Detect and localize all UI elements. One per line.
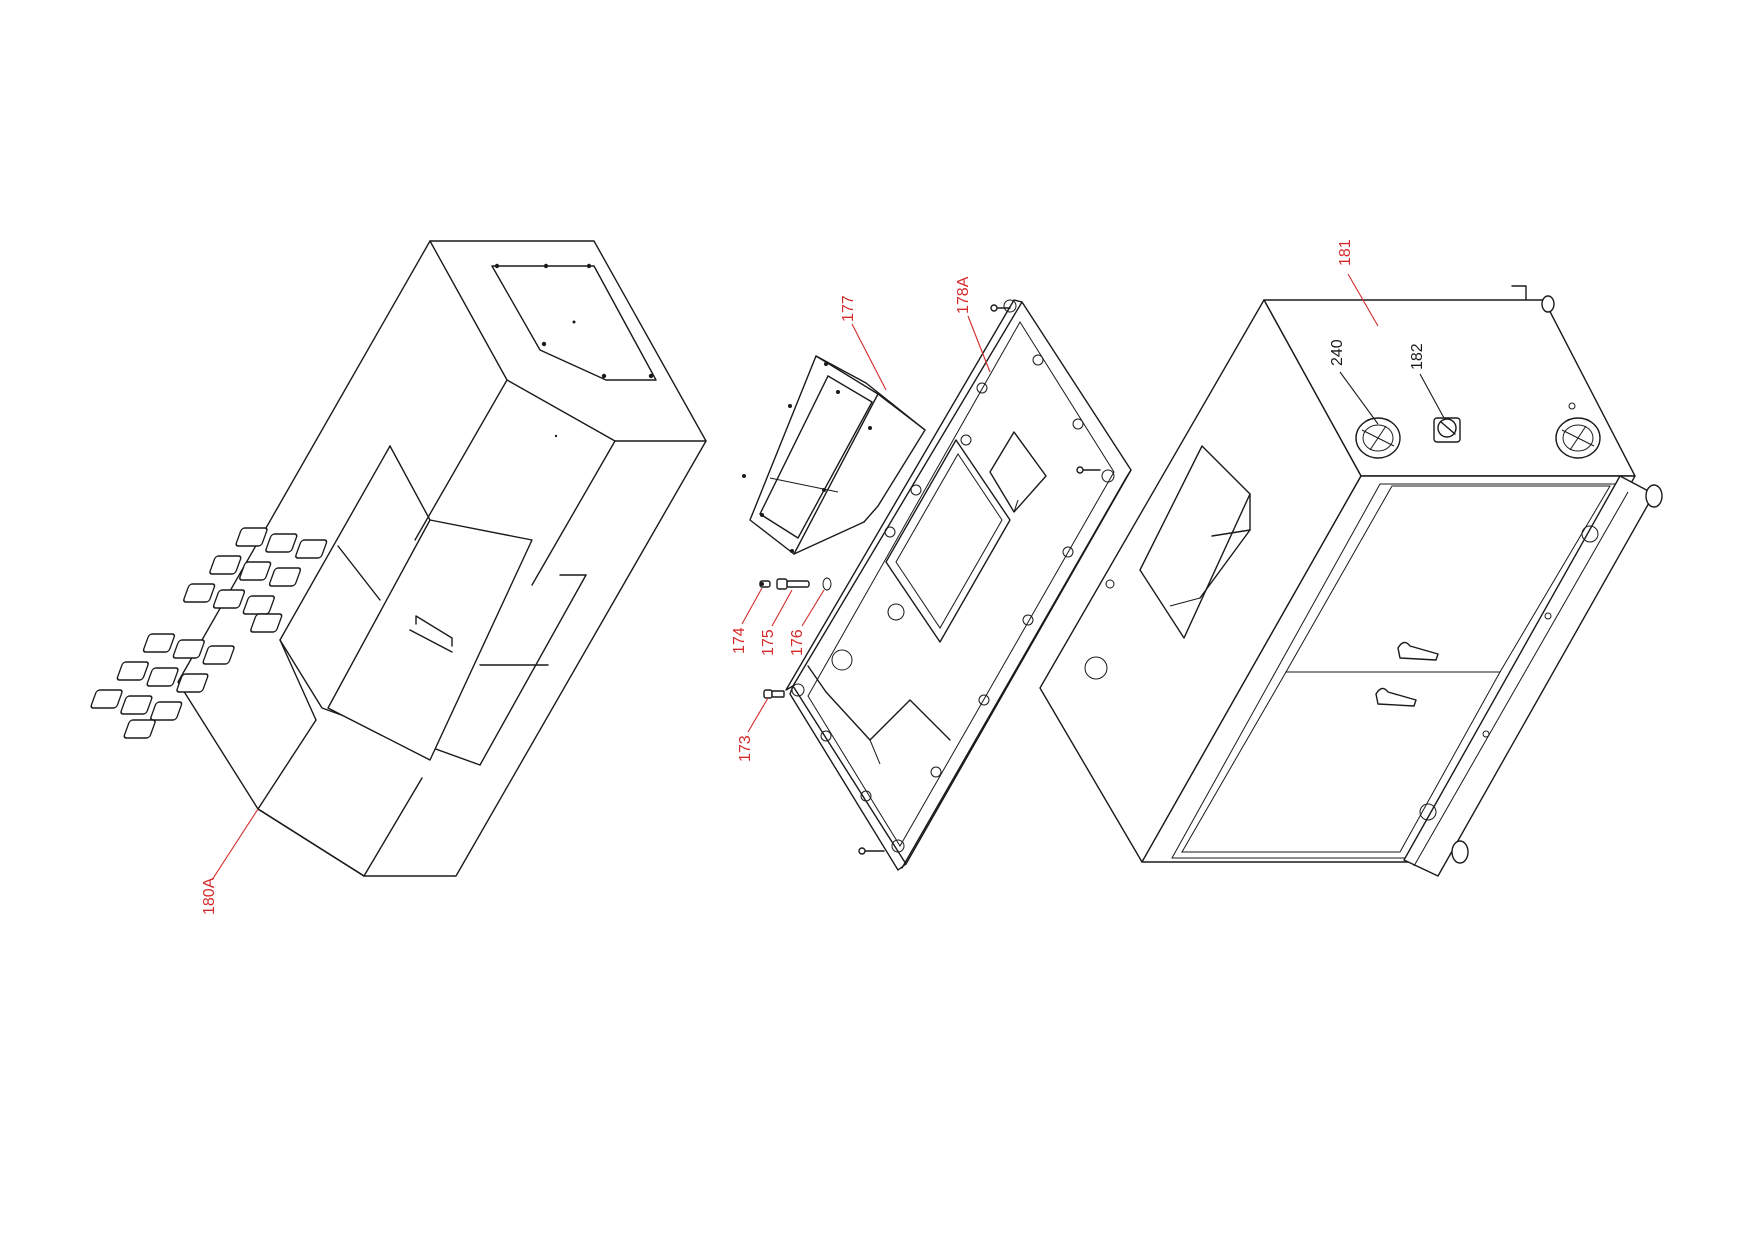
callout-182: 182 bbox=[1409, 343, 1426, 370]
callout-240: 240 bbox=[1329, 339, 1346, 366]
part-177-tray bbox=[742, 355, 926, 555]
callout-180A: 180A bbox=[201, 877, 218, 915]
rotary-switch bbox=[1433, 417, 1461, 443]
plate-screws bbox=[858, 304, 1101, 855]
callout-178A: 178A bbox=[955, 276, 972, 314]
part-178A-plate bbox=[785, 299, 1132, 871]
callout-181: 181 bbox=[1337, 239, 1354, 266]
door-handle-lower bbox=[1375, 687, 1417, 707]
part-181-cabinet bbox=[1039, 285, 1663, 877]
keypad-upper-keys bbox=[183, 527, 328, 633]
part-175-connector bbox=[776, 578, 810, 590]
part-174-fitting bbox=[759, 580, 771, 588]
part-180A-housing bbox=[90, 240, 707, 877]
callout-177: 177 bbox=[840, 295, 857, 322]
callout-173: 173 bbox=[737, 735, 754, 762]
door-handle-upper bbox=[1397, 641, 1439, 661]
callouts: 180A 177 178A 174 175 176 173 181 240 18… bbox=[201, 239, 1445, 915]
fan-grille-left bbox=[1355, 417, 1401, 459]
part-176-o-ring bbox=[822, 577, 832, 591]
plate-bolts bbox=[791, 299, 1115, 853]
keypad-lower-keys bbox=[90, 633, 235, 739]
part-173-screw bbox=[763, 689, 785, 699]
fan-grille-right bbox=[1555, 417, 1601, 459]
callout-174: 174 bbox=[731, 627, 748, 654]
callout-176: 176 bbox=[789, 629, 806, 656]
callout-175: 175 bbox=[760, 629, 777, 656]
